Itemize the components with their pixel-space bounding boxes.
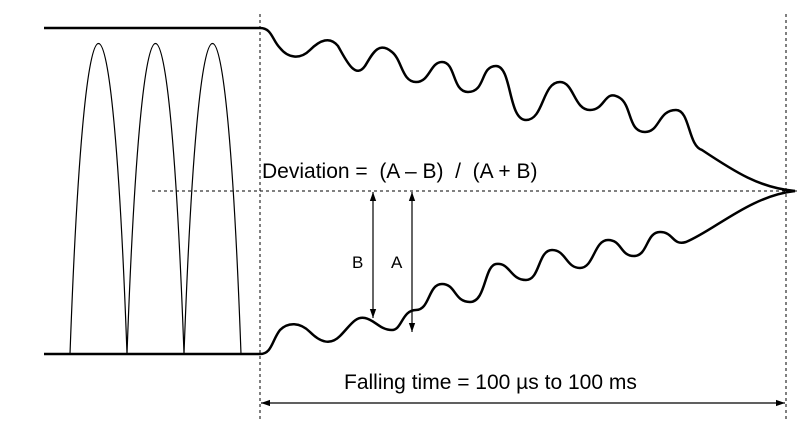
oscillation-waveform bbox=[69, 42, 242, 355]
falling-time-label: Falling time = 100 µs to 100 ms bbox=[344, 371, 637, 394]
upper-decay-envelope bbox=[259, 26, 796, 193]
lower-decay-envelope bbox=[259, 189, 796, 356]
deviation-formula-label: Deviation = (A – B) / (A + B) bbox=[262, 160, 537, 183]
b-label: B bbox=[352, 253, 363, 272]
a-label: A bbox=[391, 253, 403, 272]
